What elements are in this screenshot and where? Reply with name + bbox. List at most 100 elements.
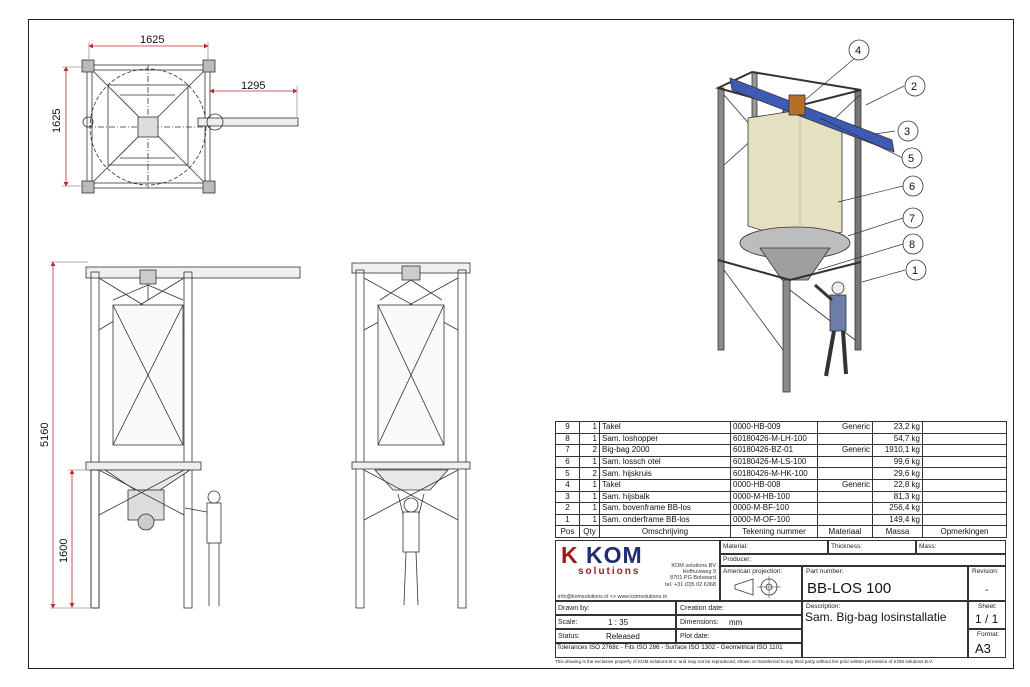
producer-cell: Producer: — [720, 554, 1006, 566]
status-label: Status: — [558, 633, 580, 640]
projection-symbol-icon — [734, 576, 781, 598]
bom-cell-pos: 6 — [555, 455, 580, 469]
format-value: A3 — [975, 641, 991, 656]
dimensions-cell: Dimensions: mm — [676, 615, 802, 629]
callout-leaders — [804, 57, 906, 283]
bom-cell-remarks — [922, 421, 1007, 434]
bom-cell-mass: 99,6 kg — [872, 455, 923, 469]
front-view — [85, 266, 301, 609]
legal-notice: This drawing is the exclusive property o… — [555, 659, 934, 664]
bom-cell-material — [817, 502, 873, 515]
side-view — [351, 262, 471, 609]
bom-cell-remarks — [922, 455, 1007, 469]
format-label: Format: — [977, 631, 1000, 638]
bom-cell-desc: Sam. bovenframe BB-los — [599, 502, 731, 515]
description: Sam. Big-bag losinstallatie — [805, 610, 947, 624]
part-number-label: Part number: — [806, 568, 844, 575]
dimension-lines-front — [50, 261, 92, 609]
mass-label: Mass: — [919, 543, 937, 550]
tolerances: Tolerances ISO 2768c - Fits ISO 286 - Su… — [557, 644, 783, 651]
bom-cell-drawing: 0000-M-HB-100 — [730, 490, 818, 504]
projection-label: American projection: — [723, 568, 783, 575]
bom-header-row: Pos Qty Omschrijving Tekening nummer Mat… — [555, 525, 1007, 538]
bom-cell-pos: 3 — [555, 490, 580, 504]
callout-8: 8 — [909, 239, 915, 251]
bom-cell-desc: Takel — [599, 478, 731, 492]
dim-lower-height: 1600 — [58, 539, 70, 563]
drawn-by-cell: Drawn by: — [555, 601, 676, 615]
sheet-label: Sheet: — [978, 603, 997, 610]
bom-header-pos: Pos — [555, 525, 580, 538]
scale-label: Scale: — [558, 619, 578, 626]
logo-cell: K KOM solutions KOM solutions BV Hofhuis… — [555, 540, 720, 601]
bom-cell-remarks — [922, 502, 1007, 515]
bom-header-drawing: Tekening nummer — [730, 525, 818, 538]
bom-cell-remarks — [922, 467, 1007, 480]
bom-cell-qty: 1 — [579, 502, 600, 515]
bom-cell-material: Generic — [817, 478, 873, 492]
bom-cell-qty: 1 — [579, 432, 600, 446]
bom-cell-material: Generic — [817, 444, 873, 457]
dimension-lines-top — [62, 42, 298, 187]
dim-top-height: 1625 — [51, 109, 63, 133]
revision-cell: Revision: - — [968, 566, 1006, 601]
title-block: K KOM solutions KOM solutions BV Hofhuis… — [555, 540, 1006, 664]
plot-date-label: Plot date: — [680, 633, 710, 640]
address-line: KOM solutions BV — [671, 563, 716, 569]
projection-cell: American projection: — [720, 566, 802, 601]
bom-cell-mass: 256,4 kg — [872, 502, 923, 515]
bom-cell-material — [817, 455, 873, 469]
revision-label: Revision: — [972, 568, 999, 575]
bom-cell-qty: 1 — [579, 421, 600, 434]
bom-cell-material — [817, 432, 873, 446]
bom-cell-qty: 1 — [579, 490, 600, 504]
status-value: Released — [606, 632, 640, 641]
bom-header-remarks: Opmerkingen — [922, 525, 1007, 538]
bom-cell-qty: 1 — [579, 478, 600, 492]
bom-cell-desc: Sam. onderframe BB-los — [599, 513, 731, 527]
bom-cell-drawing: 0000-M-OF-100 — [730, 513, 818, 527]
dimensions-unit: mm — [729, 618, 743, 627]
bom-cell-pos: 8 — [555, 432, 580, 446]
bom-cell-mass: 54,7 kg — [872, 432, 923, 446]
callout-balloons — [848, 39, 927, 281]
bom-cell-mass: 29,6 kg — [872, 467, 923, 480]
bom-header-qty: Qty — [579, 525, 600, 538]
thickness-label: Thickness: — [831, 543, 863, 550]
bom-cell-qty: 2 — [579, 444, 600, 457]
bom-cell-desc: Takel — [599, 421, 731, 434]
plot-date-cell: Plot date: — [676, 629, 802, 643]
part-number-cell: Part number: — [802, 566, 968, 601]
address-line: Hofhuisweg 9 — [682, 569, 716, 576]
bom-cell-drawing: 0000-HB-009 — [730, 421, 818, 434]
logo-solutions: solutions — [578, 566, 641, 577]
bom-cell-mass: 81,3 kg — [872, 490, 923, 504]
bom-cell-mass: 149,4 kg — [872, 513, 923, 527]
bom-cell-pos: 5 — [555, 467, 580, 480]
bom-cell-pos: 1 — [555, 513, 580, 527]
company-contact: info@komsolutions.nl <> www.komsolutions… — [558, 594, 667, 600]
bom-cell-material: Generic — [817, 421, 873, 434]
description-label: Description: — [806, 603, 841, 610]
bom-cell-qty: 1 — [579, 513, 600, 527]
bom-header-desc: Omschrijving — [599, 525, 731, 538]
bom-header-mass: Massa — [872, 525, 923, 538]
thickness-cell: Thickness: — [828, 540, 916, 554]
bom-cell-mass: 23,2 kg — [872, 421, 923, 434]
sheet-value: 1 / 1 — [975, 612, 999, 626]
creation-date-cell: Creation date: — [676, 601, 802, 615]
callout-3: 3 — [904, 126, 910, 138]
dimensions-label: Dimensions: — [680, 619, 719, 626]
bom-cell-material — [817, 490, 873, 504]
address-line: tel. +31 (0)5 02 6368 — [665, 581, 716, 588]
dim-total-height: 5160 — [39, 423, 51, 447]
description-cell: Description: — [802, 601, 968, 658]
